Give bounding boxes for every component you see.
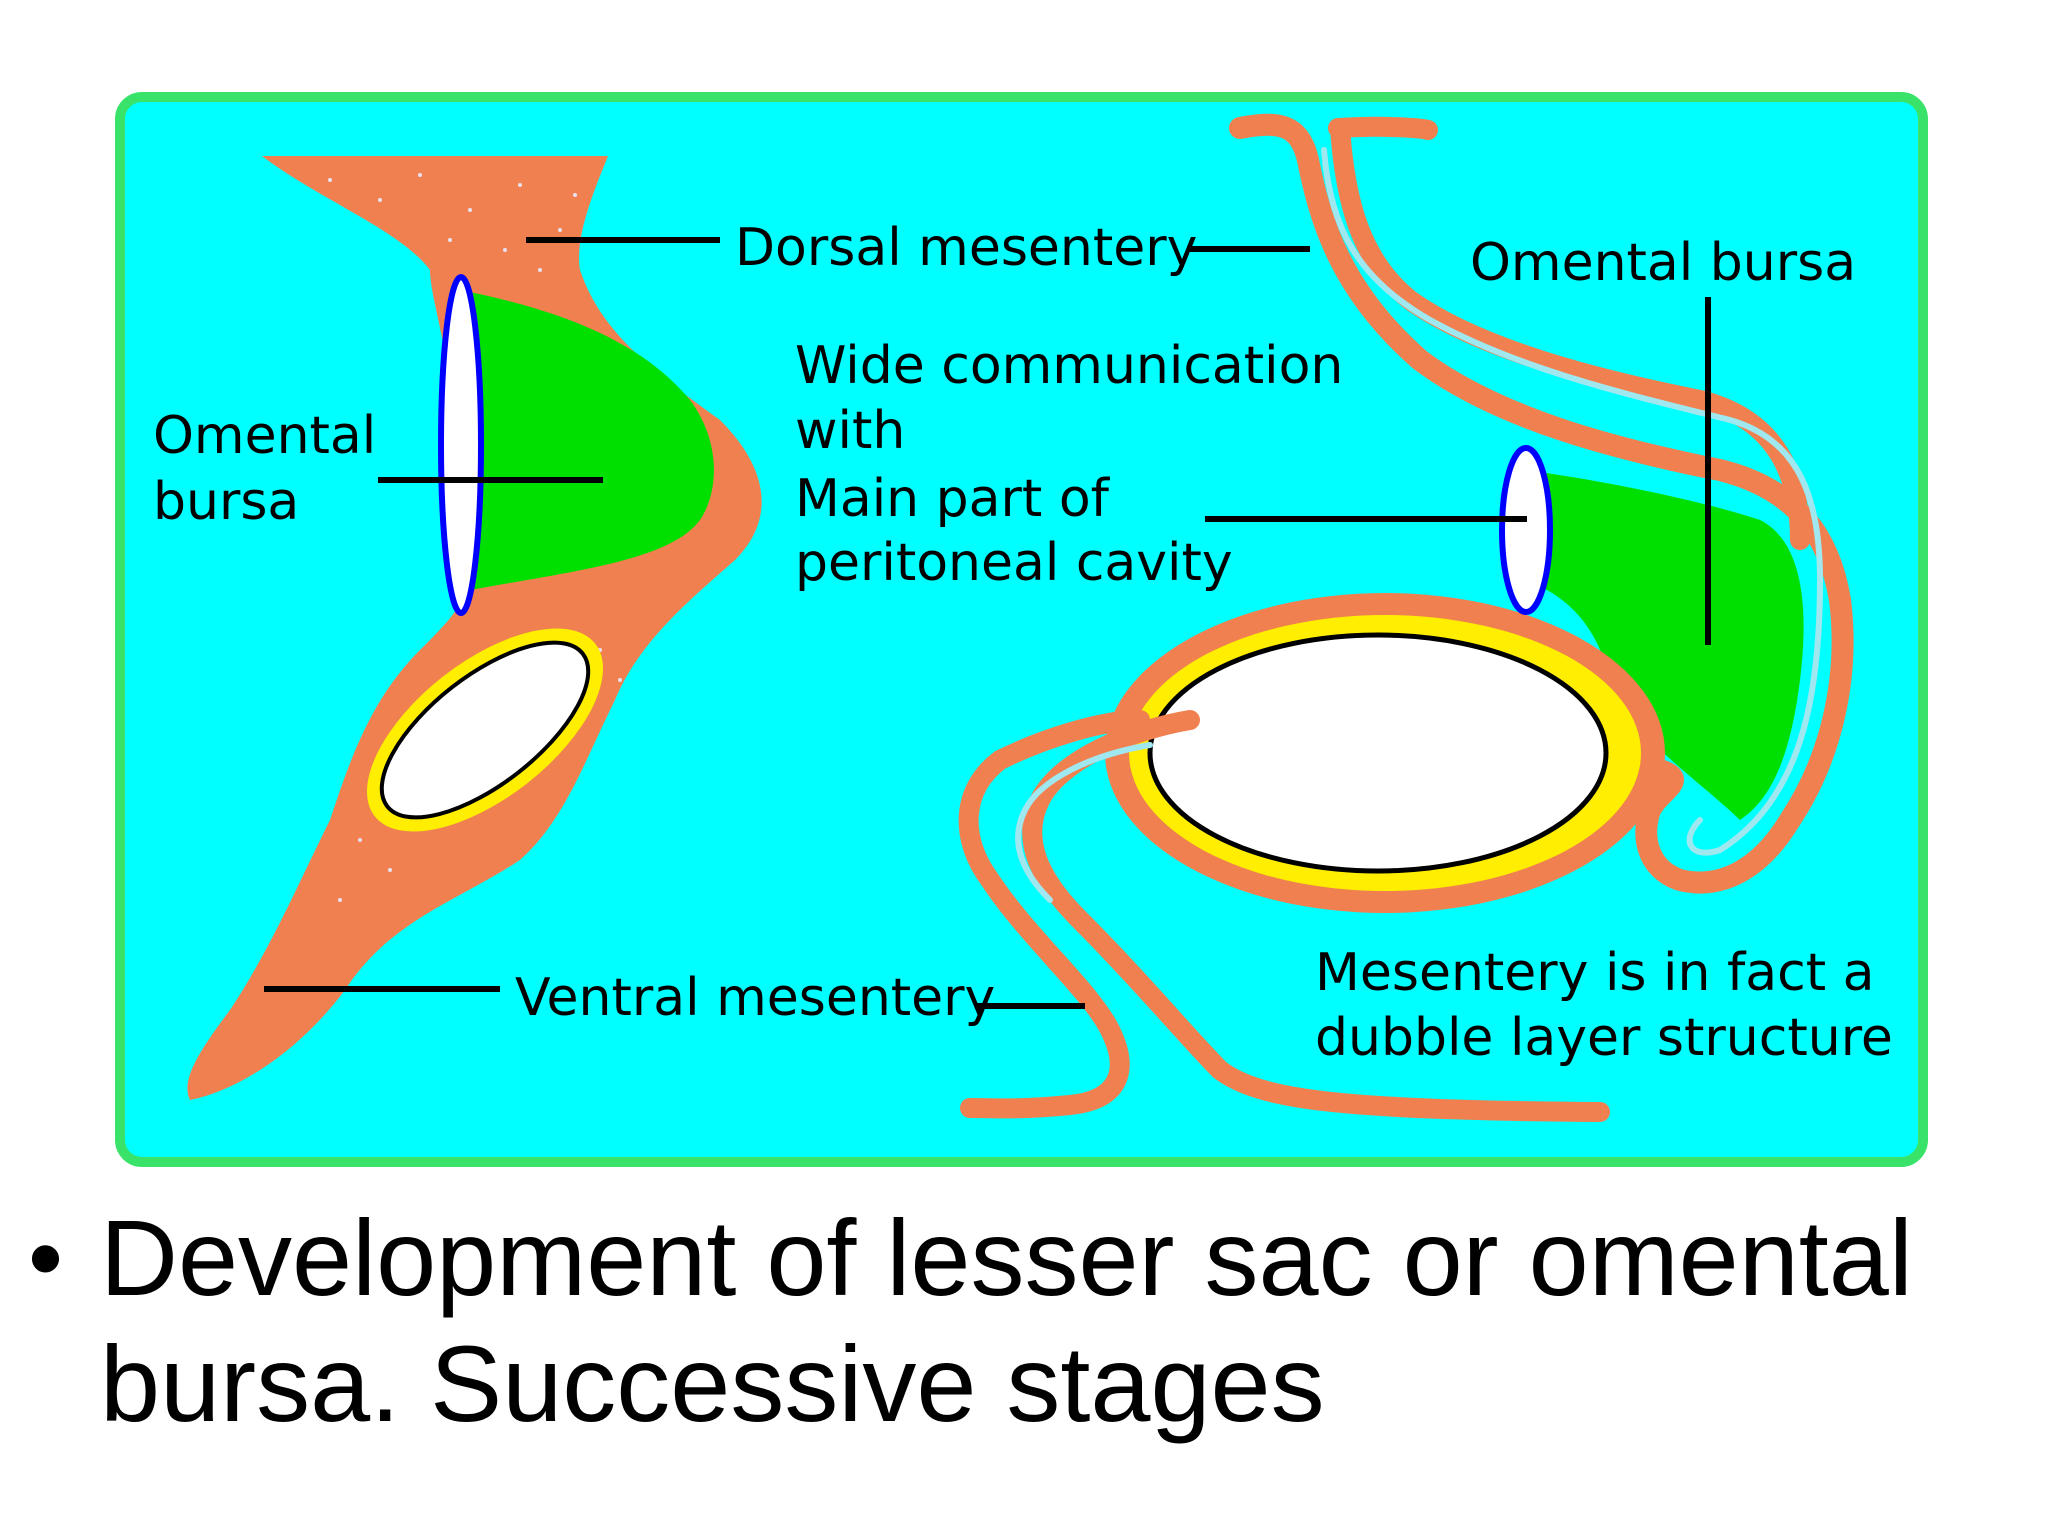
label-omental-bursa-left-1: Omental: [153, 406, 376, 466]
right-omental-bursa-cavity: [1525, 470, 1804, 820]
leader-lines: [264, 237, 1711, 1009]
right-stage: [958, 113, 1854, 1122]
caption-text: Development of lesser sac or omental bur…: [100, 1195, 1913, 1447]
mesentery-speckles: [328, 173, 622, 902]
label-wide-communication-3: Main part of: [795, 469, 1111, 529]
caption-line-1: Development of lesser sac or omental: [100, 1197, 1913, 1318]
bullet-icon: •: [28, 1202, 64, 1314]
label-omental-bursa-right: Omental bursa: [1470, 233, 1856, 293]
label-wide-communication-2: with: [795, 401, 905, 461]
right-peritoneum-inner-top: [1328, 116, 1810, 550]
right-inner-double-layer-line: [1321, 147, 1823, 856]
left-stage: [187, 156, 762, 1100]
left-omental-bursa-cavity: [460, 290, 714, 590]
label-ventral-mesentery: Ventral mesentery: [515, 968, 995, 1028]
label-omental-bursa-left-2: bursa: [153, 472, 299, 532]
caption-line-2: bursa. Successive stages: [100, 1323, 1325, 1444]
label-double-layer-1: Mesentery is in fact a: [1315, 943, 1875, 1003]
left-organ-lumen: [379, 640, 591, 820]
right-ventral-double-layer-line: [1015, 742, 1153, 903]
label-dorsal-mesentery: Dorsal mesentery: [735, 218, 1197, 278]
right-organ-lumen: [1147, 632, 1609, 874]
caption: • Development of lesser sac or omental b…: [28, 1195, 2028, 1447]
right-communication-opening: [1499, 445, 1553, 615]
right-peritoneum-outer: [1229, 113, 1854, 894]
label-wide-communication-1: Wide communication: [795, 336, 1343, 396]
left-communication-opening: [438, 274, 484, 616]
label-double-layer-2: dubble layer structure: [1315, 1008, 1893, 1068]
label-wide-communication-4: peritoneal cavity: [795, 533, 1233, 593]
